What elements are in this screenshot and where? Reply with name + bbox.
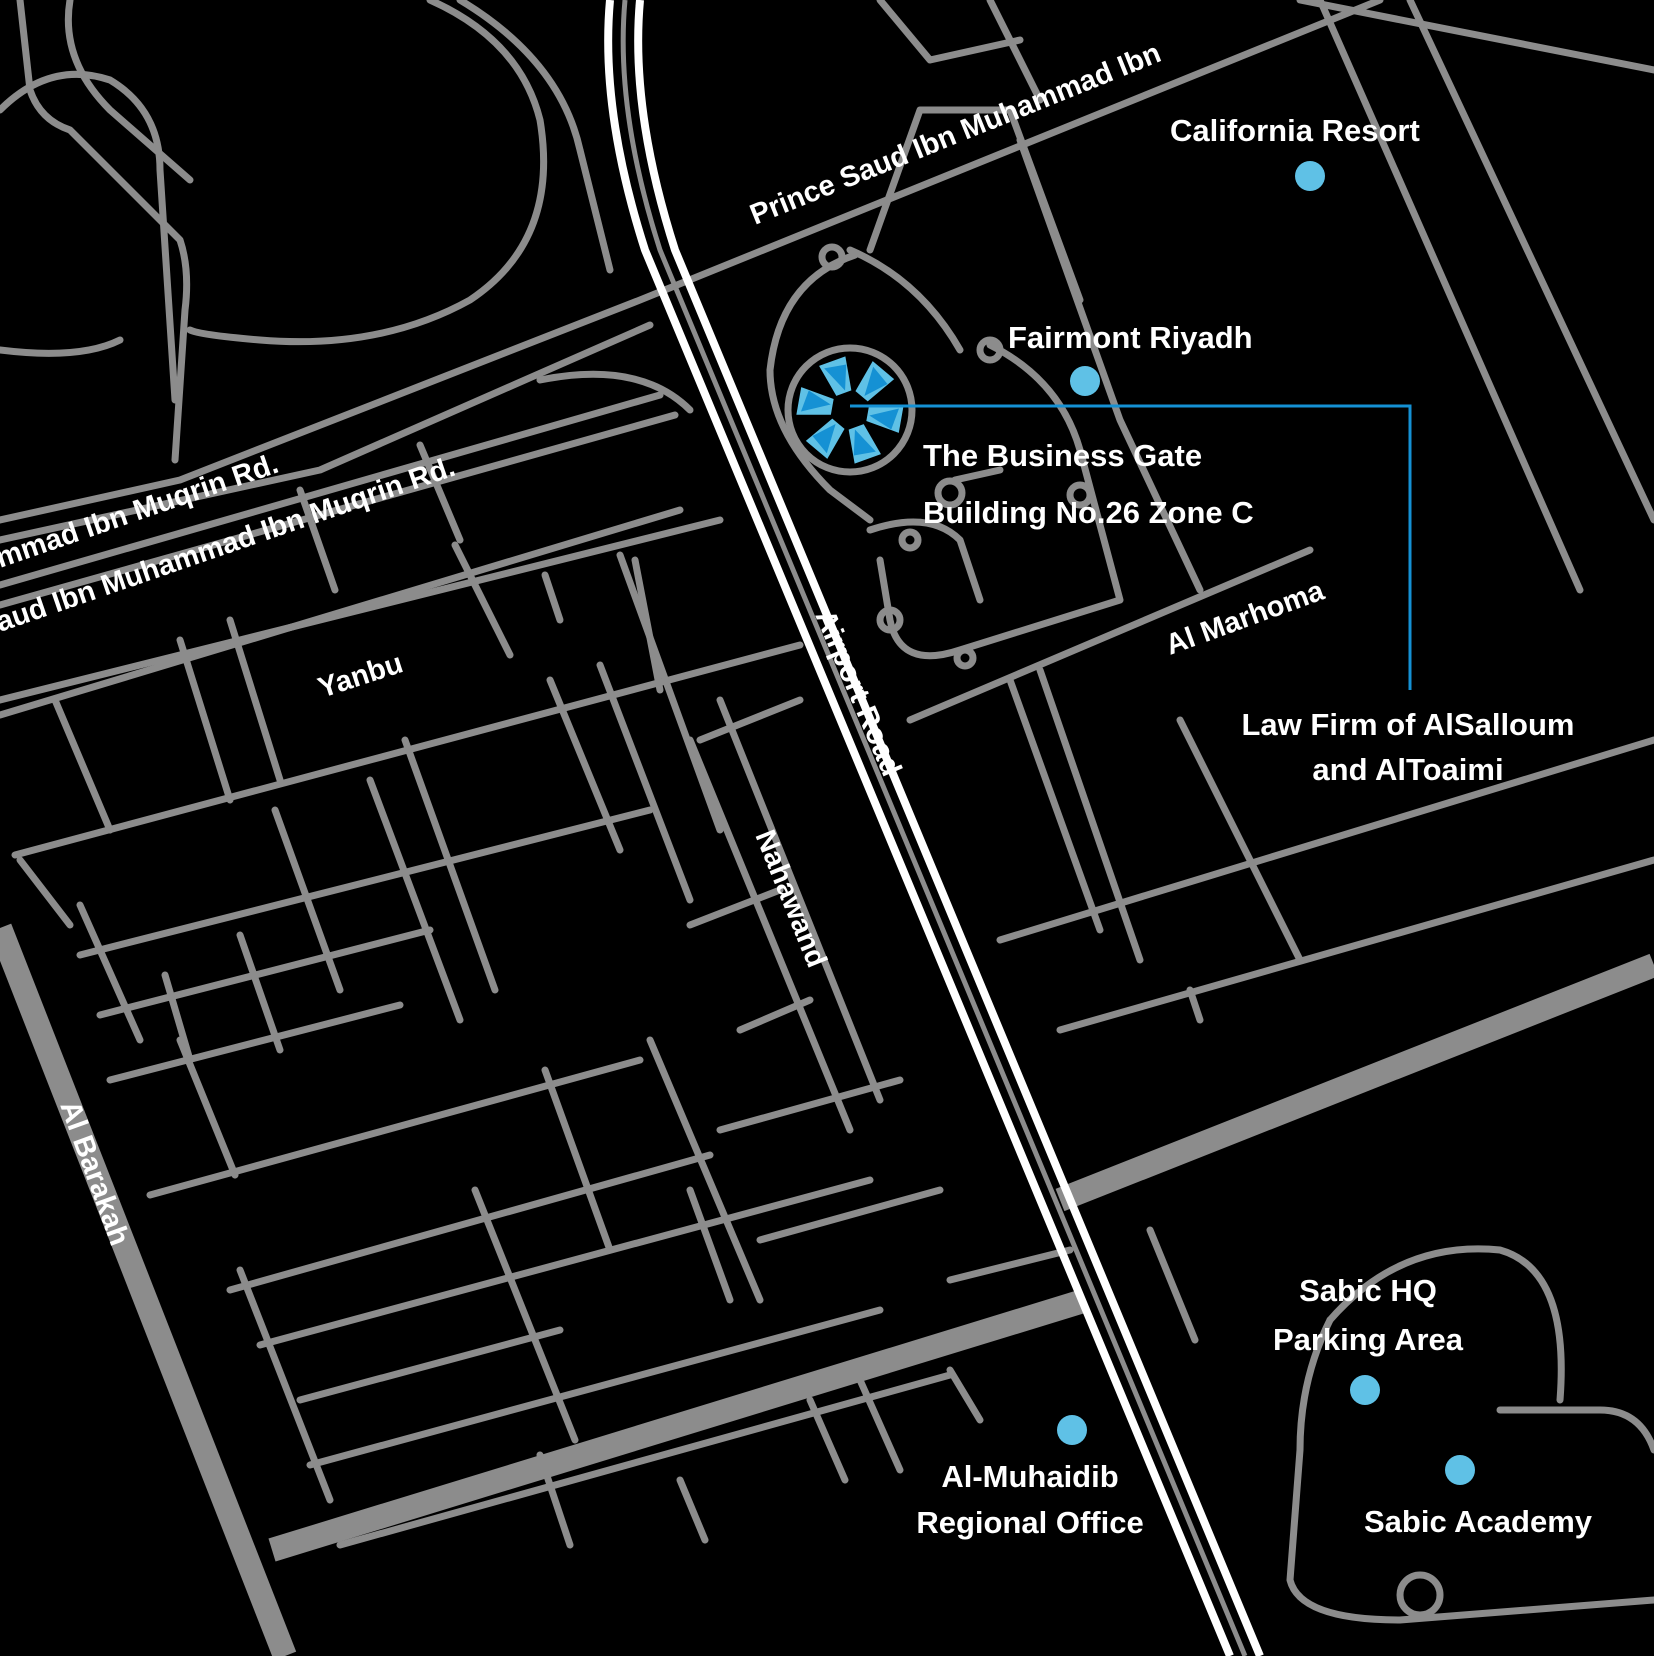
south-arterial-road (268, 1290, 1084, 1562)
al-barakah-road (0, 923, 297, 1656)
label-business-gate-line2: Building No.26 Zone C (923, 495, 1254, 530)
major-roads (0, 923, 1654, 1656)
sabic-hq-parking-dot (1350, 1375, 1380, 1405)
label-al-muhaidib-line2: Regional Office (916, 1505, 1143, 1540)
airport-road-highway (604, 0, 1264, 1656)
california-resort-dot (1295, 161, 1325, 191)
business-gate-marker (784, 344, 916, 476)
sabic-academy-dot (1445, 1455, 1475, 1485)
fairmont-riyadh-dot (1070, 366, 1100, 396)
label-fairmont-riyadh: Fairmont Riyadh (1008, 320, 1253, 355)
east-arterial-road (1055, 953, 1654, 1212)
label-california-resort: California Resort (1170, 113, 1420, 148)
al-muhaidib-dot (1057, 1415, 1087, 1445)
poi-markers (1057, 161, 1475, 1485)
label-sabic-hq-line2: Parking Area (1273, 1322, 1464, 1357)
label-al-muhaidib-line1: Al-Muhaidib (941, 1459, 1118, 1494)
label-sabic-academy: Sabic Academy (1364, 1504, 1593, 1539)
label-business-gate-line1: The Business Gate (923, 438, 1202, 473)
law-firm-leader-line (850, 404, 1412, 690)
label-law-firm-line2: and AlToaimi (1312, 752, 1503, 787)
place-labels: California Resort Fairmont Riyadh The Bu… (916, 113, 1592, 1540)
label-sabic-hq-line1: Sabic HQ (1299, 1273, 1437, 1308)
label-law-firm-line1: Law Firm of AlSalloum (1242, 707, 1575, 742)
